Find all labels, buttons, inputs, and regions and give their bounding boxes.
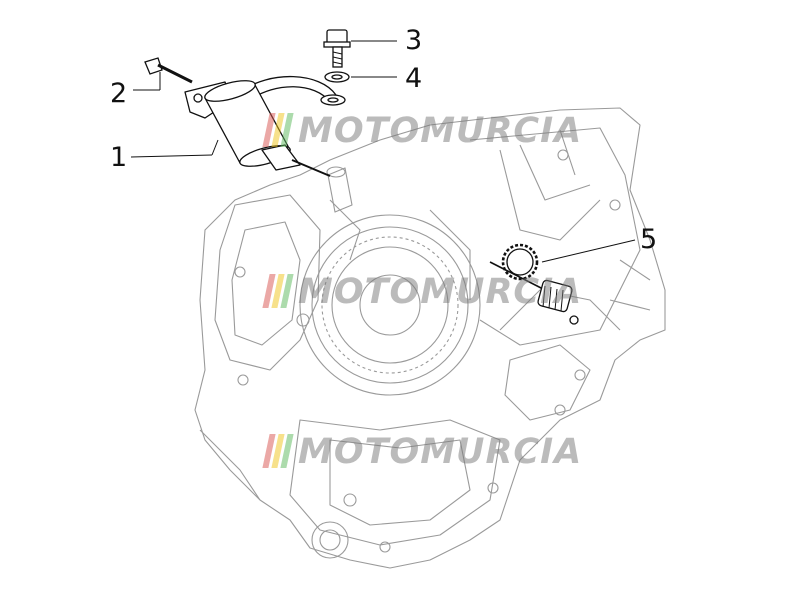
gear-part-5	[489, 243, 579, 325]
leader-line-5	[541, 239, 636, 263]
callout-1: 1	[110, 142, 128, 173]
watermark-logo-bottom: MOTOMURCIA	[262, 432, 581, 474]
watermark-logo-top: MOTOMURCIA	[262, 111, 581, 153]
leader-line-1	[130, 154, 213, 158]
washer-part-4	[320, 71, 350, 106]
bolt-part-2	[144, 57, 193, 84]
callout-5: 5	[640, 224, 658, 255]
crankcase-housing	[194, 107, 666, 569]
leader-line-1b	[211, 139, 219, 156]
callout-3: 3	[405, 25, 423, 56]
leader-lines	[130, 40, 636, 263]
watermark-logo-middle: MOTOMURCIA	[262, 272, 581, 314]
watermark-text: MOTOMURCIA	[298, 111, 583, 151]
callout-2: 2	[110, 78, 128, 109]
callout-4: 4	[405, 63, 423, 94]
watermark-text: MOTOMURCIA	[298, 272, 583, 312]
watermark-text: MOTOMURCIA	[298, 432, 583, 472]
bolt-part-3	[323, 29, 351, 68]
